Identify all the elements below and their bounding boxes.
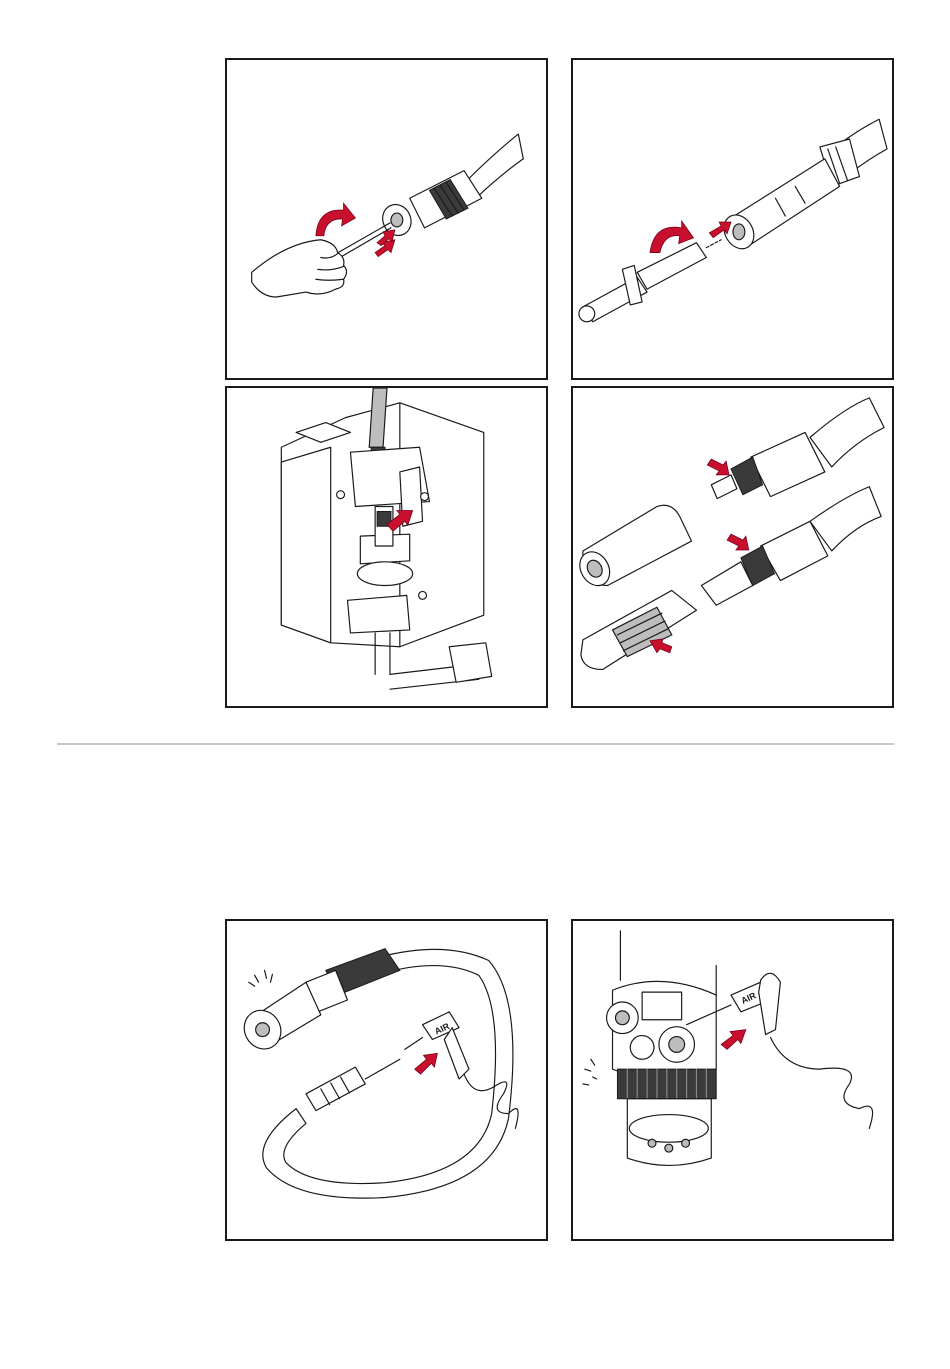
figure-wirefeed-unit — [225, 386, 548, 708]
figure-cutting-tool — [571, 58, 894, 380]
nozzle-assembly-illustration — [573, 388, 892, 706]
wirefeed-blowout-illustration: AIR — [573, 921, 892, 1239]
figure-wirefeed-blowout: AIR — [571, 919, 894, 1241]
cutting-tool-illustration — [573, 60, 892, 378]
figure-nozzle-assembly — [571, 386, 894, 708]
liner-insert-illustration — [227, 60, 546, 378]
wirefeed-unit-illustration — [227, 388, 546, 706]
figure-hose-blowout: AIR — [225, 919, 548, 1241]
figure-liner-insert — [225, 58, 548, 380]
hose-blowout-illustration: AIR — [227, 921, 546, 1239]
section-divider — [57, 743, 894, 745]
